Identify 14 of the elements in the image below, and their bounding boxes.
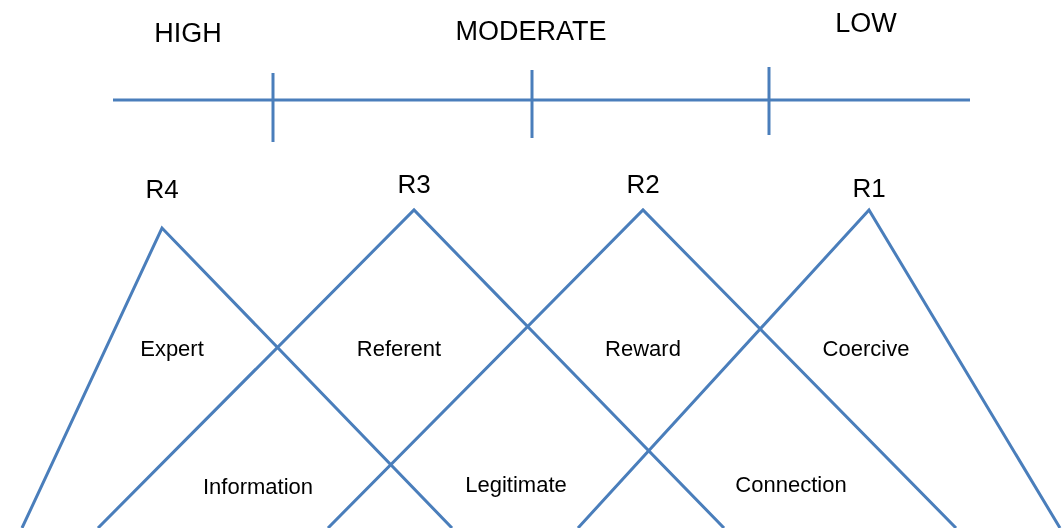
region-label: Expert: [140, 338, 204, 360]
triangle-label: R4: [145, 176, 179, 202]
region-label: Legitimate: [465, 474, 567, 496]
scale-level-label: HIGH: [154, 19, 222, 47]
triangle-label: R3: [397, 171, 431, 197]
region-label: Coercive: [822, 338, 910, 360]
triangle-label: R1: [852, 175, 886, 201]
region-label: Reward: [605, 338, 681, 360]
scale-level-label: MODERATE: [455, 17, 607, 45]
region-label: Referent: [356, 338, 442, 360]
region-label: Information: [202, 476, 314, 498]
triangle-label: R2: [626, 171, 660, 197]
scale-level-label: LOW: [835, 9, 897, 37]
region-label: Connection: [735, 474, 847, 496]
